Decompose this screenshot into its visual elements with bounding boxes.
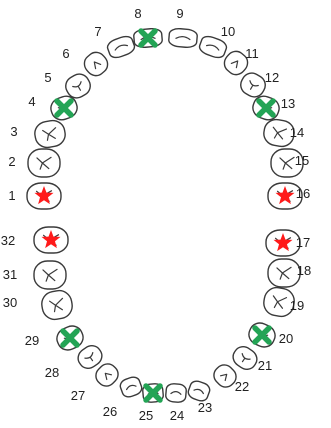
tooth-number-9: 9 [176, 6, 183, 21]
tooth-31 [34, 261, 66, 289]
tooth-21 [229, 343, 260, 373]
tooth-outline [268, 259, 300, 287]
tooth-outline [81, 49, 112, 80]
tooth-outline [34, 261, 66, 289]
tooth-number-3: 3 [10, 124, 17, 139]
tooth-3 [33, 119, 67, 150]
tooth-outline [106, 34, 137, 60]
tooth-number-2: 2 [8, 154, 15, 169]
tooth-outline [165, 383, 186, 403]
teeth-layer [27, 28, 303, 403]
tooth-number-19: 19 [290, 298, 304, 313]
tooth-number-26: 26 [103, 404, 117, 419]
tooth-number-21: 21 [258, 358, 272, 373]
tooth-outline [40, 289, 74, 322]
tooth-7 [106, 34, 137, 60]
tooth-26 [119, 375, 144, 399]
tooth-number-23: 23 [198, 400, 212, 415]
tooth-number-24: 24 [170, 408, 184, 423]
tooth-number-12: 12 [265, 70, 279, 85]
tooth-2 [28, 149, 60, 177]
tooth-number-5: 5 [44, 70, 51, 85]
tooth-number-32: 32 [1, 233, 15, 248]
tooth-outline [119, 375, 144, 399]
tooth-number-22: 22 [235, 379, 249, 394]
tooth-outline [28, 149, 60, 177]
tooth-number-25: 25 [139, 408, 153, 423]
tooth-number-10: 10 [221, 24, 235, 39]
tooth-outline [168, 28, 197, 48]
tooth-number-15: 15 [295, 153, 309, 168]
tooth-number-6: 6 [62, 46, 69, 61]
tooth-30 [40, 289, 74, 322]
tooth-number-27: 27 [71, 388, 85, 403]
tooth-number-11: 11 [245, 46, 259, 61]
tooth-number-28: 28 [45, 365, 59, 380]
tooth-number-14: 14 [290, 125, 304, 140]
tooth-number-31: 31 [3, 267, 17, 282]
tooth-number-8: 8 [134, 6, 141, 21]
tooth-number-4: 4 [28, 94, 35, 109]
tooth-24 [165, 383, 186, 403]
tooth-number-20: 20 [279, 331, 293, 346]
tooth-9 [168, 28, 197, 48]
tooth-number-29: 29 [25, 333, 39, 348]
tooth-number-17: 17 [296, 235, 310, 250]
tooth-number-7: 7 [94, 24, 101, 39]
tooth-number-13: 13 [281, 96, 295, 111]
tooth-number-18: 18 [297, 263, 311, 278]
tooth-number-30: 30 [3, 295, 17, 310]
tooth-number-16: 16 [296, 186, 310, 201]
tooth-6 [81, 49, 112, 80]
tooth-number-1: 1 [8, 188, 15, 203]
tooth-18 [268, 259, 300, 287]
tooth-outline [33, 119, 67, 150]
